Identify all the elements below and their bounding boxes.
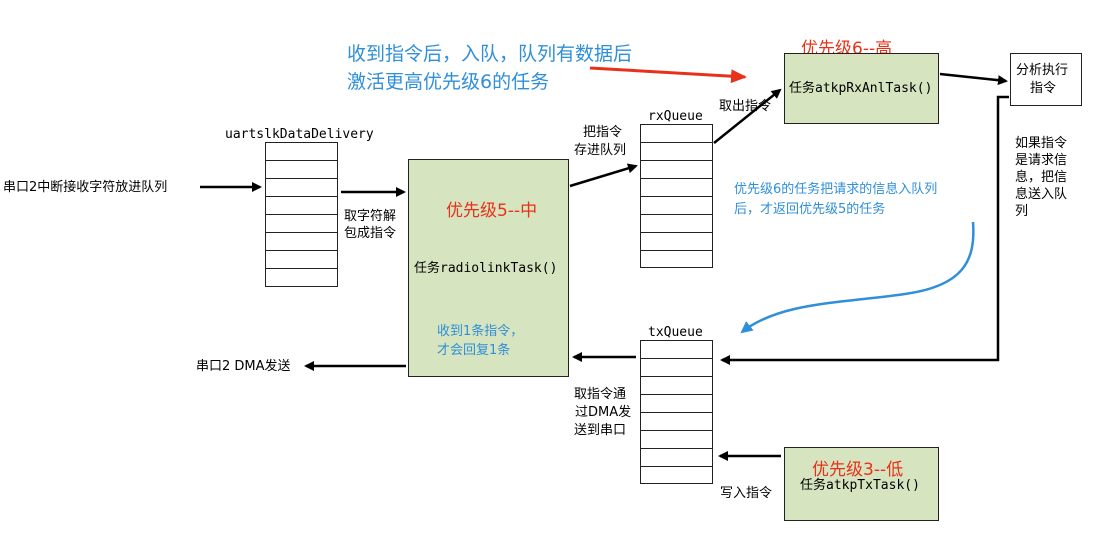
queue-slot xyxy=(266,251,337,269)
radiolink-priority: 优先级5--中 xyxy=(446,201,538,221)
arrow-rxanl-to-analyze xyxy=(939,72,1008,86)
request-note-line4: 息送入队 xyxy=(1015,187,1068,202)
store-label-line1: 把指令 xyxy=(583,125,623,140)
analyze-box xyxy=(1010,53,1082,106)
queue-slot xyxy=(641,449,712,467)
uart-out-label: 串口2 DMA发送 xyxy=(196,359,291,374)
rxanl-task-box xyxy=(784,53,939,124)
return-note-line2: 后，才返回优先级5的任务 xyxy=(734,202,886,217)
request-note-line3: 息，把信 xyxy=(1015,170,1068,185)
return-note-line1: 优先级6的任务把请求的信息入队列 xyxy=(734,182,938,197)
queue-slot xyxy=(641,125,712,143)
queue-slot xyxy=(641,413,712,431)
queue-slot xyxy=(641,197,712,215)
arrow-analyze-to-txqueue xyxy=(720,95,1009,365)
rx-queue xyxy=(640,124,713,268)
request-note-line2: 是请求信 xyxy=(1015,153,1068,168)
rx-queue-label: rxQueue xyxy=(648,109,703,124)
uart-queue-label: uartslkDataDelivery xyxy=(225,127,374,142)
parse-label-line2: 包成指令 xyxy=(344,226,397,241)
radiolink-task-name: 任务radiolinkTask() xyxy=(414,261,558,276)
uart-queue xyxy=(265,142,338,287)
request-note-line5: 列 xyxy=(1015,204,1029,219)
radiolink-note-line2: 才会回复1条 xyxy=(437,343,511,358)
write-cmd-label: 写入指令 xyxy=(720,486,773,501)
analyze-line1: 分析执行 xyxy=(1016,63,1069,78)
queue-slot xyxy=(266,269,337,287)
arrow-red-annotation xyxy=(589,66,747,84)
queue-slot xyxy=(641,467,712,485)
analyze-line2: 指令 xyxy=(1030,81,1057,96)
request-note-line1: 如果指令 xyxy=(1015,136,1068,151)
radiolink-task-box xyxy=(408,159,569,377)
queue-slot xyxy=(641,341,712,359)
queue-slot xyxy=(266,233,337,251)
tx-task-box xyxy=(784,447,939,521)
enqueue-note-line2: 激活更高优先级6的任务 xyxy=(347,71,550,93)
tx-priority: 优先级3--低 xyxy=(812,460,904,480)
queue-slot xyxy=(266,161,337,179)
send-dma-line2: 过DMA发 xyxy=(575,405,632,420)
queue-slot xyxy=(266,215,337,233)
queue-slot xyxy=(641,251,712,269)
fetch-label: 取出指令 xyxy=(719,99,772,114)
queue-slot xyxy=(641,431,712,449)
queue-slot xyxy=(641,395,712,413)
arrow-to-rxqueue xyxy=(569,163,638,188)
queue-slot xyxy=(641,179,712,197)
queue-slot xyxy=(266,179,337,197)
store-label-line2: 存进队列 xyxy=(574,143,627,158)
radiolink-note-line1: 收到1条指令， xyxy=(437,324,524,339)
queue-slot xyxy=(641,377,712,395)
arrow-rx-to-rxanl xyxy=(713,88,782,144)
tx-task-name: 任务atkpTxTask() xyxy=(800,478,920,493)
send-dma-line3: 送到串口 xyxy=(574,423,627,438)
queue-slot xyxy=(641,359,712,377)
uart-in-label: 串口2中断接收字符放进队列 xyxy=(3,180,168,195)
queue-slot xyxy=(641,233,712,251)
arrow-blue-return xyxy=(740,221,975,334)
tx-queue xyxy=(640,340,713,484)
queue-slot xyxy=(641,143,712,161)
queue-slot xyxy=(641,215,712,233)
queue-slot xyxy=(641,161,712,179)
enqueue-note-line1: 收到指令后，入队，队列有数据后 xyxy=(347,43,633,65)
parse-label-line1: 取字符解 xyxy=(344,209,397,224)
send-dma-line1: 取指令通 xyxy=(574,387,627,402)
tx-queue-label: txQueue xyxy=(648,325,703,340)
queue-slot xyxy=(266,197,337,215)
queue-slot xyxy=(266,143,337,161)
rxanl-task-name: 任务atkpRxAnlTask() xyxy=(789,81,933,96)
